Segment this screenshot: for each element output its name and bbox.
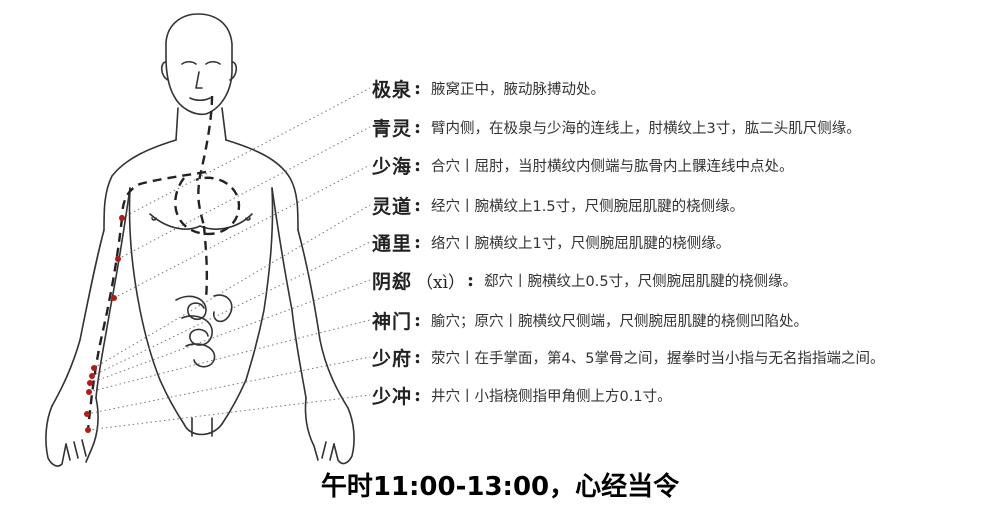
point-name: 少冲 — [372, 385, 413, 408]
point-description: 腧穴；原穴丨腕横纹尺侧端，尺侧腕屈肌腱的桡侧凹陷处。 — [431, 313, 809, 330]
point-jiquan-marker — [119, 215, 125, 221]
meridian-path — [86, 95, 241, 431]
point-row: 青灵: 臂内侧，在极泉与少海的连线上，肘横纹上3寸，肱二头肌尺侧缘。 — [372, 112, 861, 142]
body-figure — [45, 13, 355, 467]
point-shaofu-marker — [84, 411, 90, 417]
point-shaohai-marker — [111, 295, 117, 301]
point-row: 神门: 腧穴；原穴丨腕横纹尺侧端，尺侧腕屈肌腱的桡侧凹陷处。 — [372, 305, 808, 335]
point-row: 极泉: 腋窝正中，腋动脉搏动处。 — [372, 73, 605, 103]
point-row: 少冲: 井穴丨小指桡侧指甲角侧上方0.1寸。 — [372, 380, 672, 410]
point-name: 通里 — [372, 232, 413, 255]
point-name: 少府 — [372, 347, 413, 370]
point-name: 青灵 — [372, 117, 413, 140]
point-row: 少海: 合穴丨屈肘，当肘横纹内侧端与肱骨内上髁连线中点处。 — [372, 150, 794, 180]
point-tongli-marker — [89, 373, 95, 379]
point-name: 极泉 — [372, 78, 413, 101]
point-lingdao-marker — [91, 365, 97, 371]
point-pinyin: （xì） — [416, 272, 466, 293]
point-row: 少府: 荥穴丨在手掌面，第4、5掌骨之间，握拳时当小指与无名指指端之间。 — [372, 342, 884, 372]
point-description: 经穴丨腕横纹上1.5寸，尺侧腕屈肌腱的桡侧缘。 — [431, 198, 745, 215]
caption: 午时11:00-13:00，心经当令 — [320, 472, 680, 502]
point-yinxi-marker — [87, 380, 93, 386]
acupoint-markers — [84, 215, 125, 433]
point-name: 少海 — [372, 155, 413, 178]
point-name: 阴郄 — [372, 270, 413, 293]
point-name: 灵道 — [372, 195, 413, 218]
point-shaochong-marker — [85, 427, 91, 433]
point-row: 阴郄（xì）: 郄穴丨腕横纹上0.5寸，尺侧腕屈肌腱的桡侧缘。 — [372, 265, 797, 295]
point-row: 灵道: 经穴丨腕横纹上1.5寸，尺侧腕屈肌腱的桡侧缘。 — [372, 190, 744, 220]
point-description: 郄穴丨腕横纹上0.5寸，尺侧腕屈肌腱的桡侧缘。 — [484, 273, 798, 290]
point-description: 络穴丨腕横纹上1寸，尺侧腕屈肌腱的桡侧缘。 — [431, 235, 731, 252]
point-description: 腋窝正中，腋动脉搏动处。 — [431, 81, 606, 98]
connector-lines — [86, 87, 371, 431]
point-description: 臂内侧，在极泉与少海的连线上，肘横纹上3寸，肱二头肌尺侧缘。 — [431, 120, 861, 137]
point-description: 井穴丨小指桡侧指甲角侧上方0.1寸。 — [431, 388, 672, 405]
point-description: 合穴丨屈肘，当肘横纹内侧端与肱骨内上髁连线中点处。 — [431, 158, 794, 175]
point-qingling-marker — [115, 256, 121, 262]
point-row: 通里: 络穴丨腕横纹上1寸，尺侧腕屈肌腱的桡侧缘。 — [372, 227, 730, 257]
point-description: 荥穴丨在手掌面，第4、5掌骨之间，握拳时当小指与无名指指端之间。 — [431, 350, 885, 367]
point-shenmen-marker — [86, 389, 92, 395]
point-name: 神门 — [372, 310, 413, 333]
